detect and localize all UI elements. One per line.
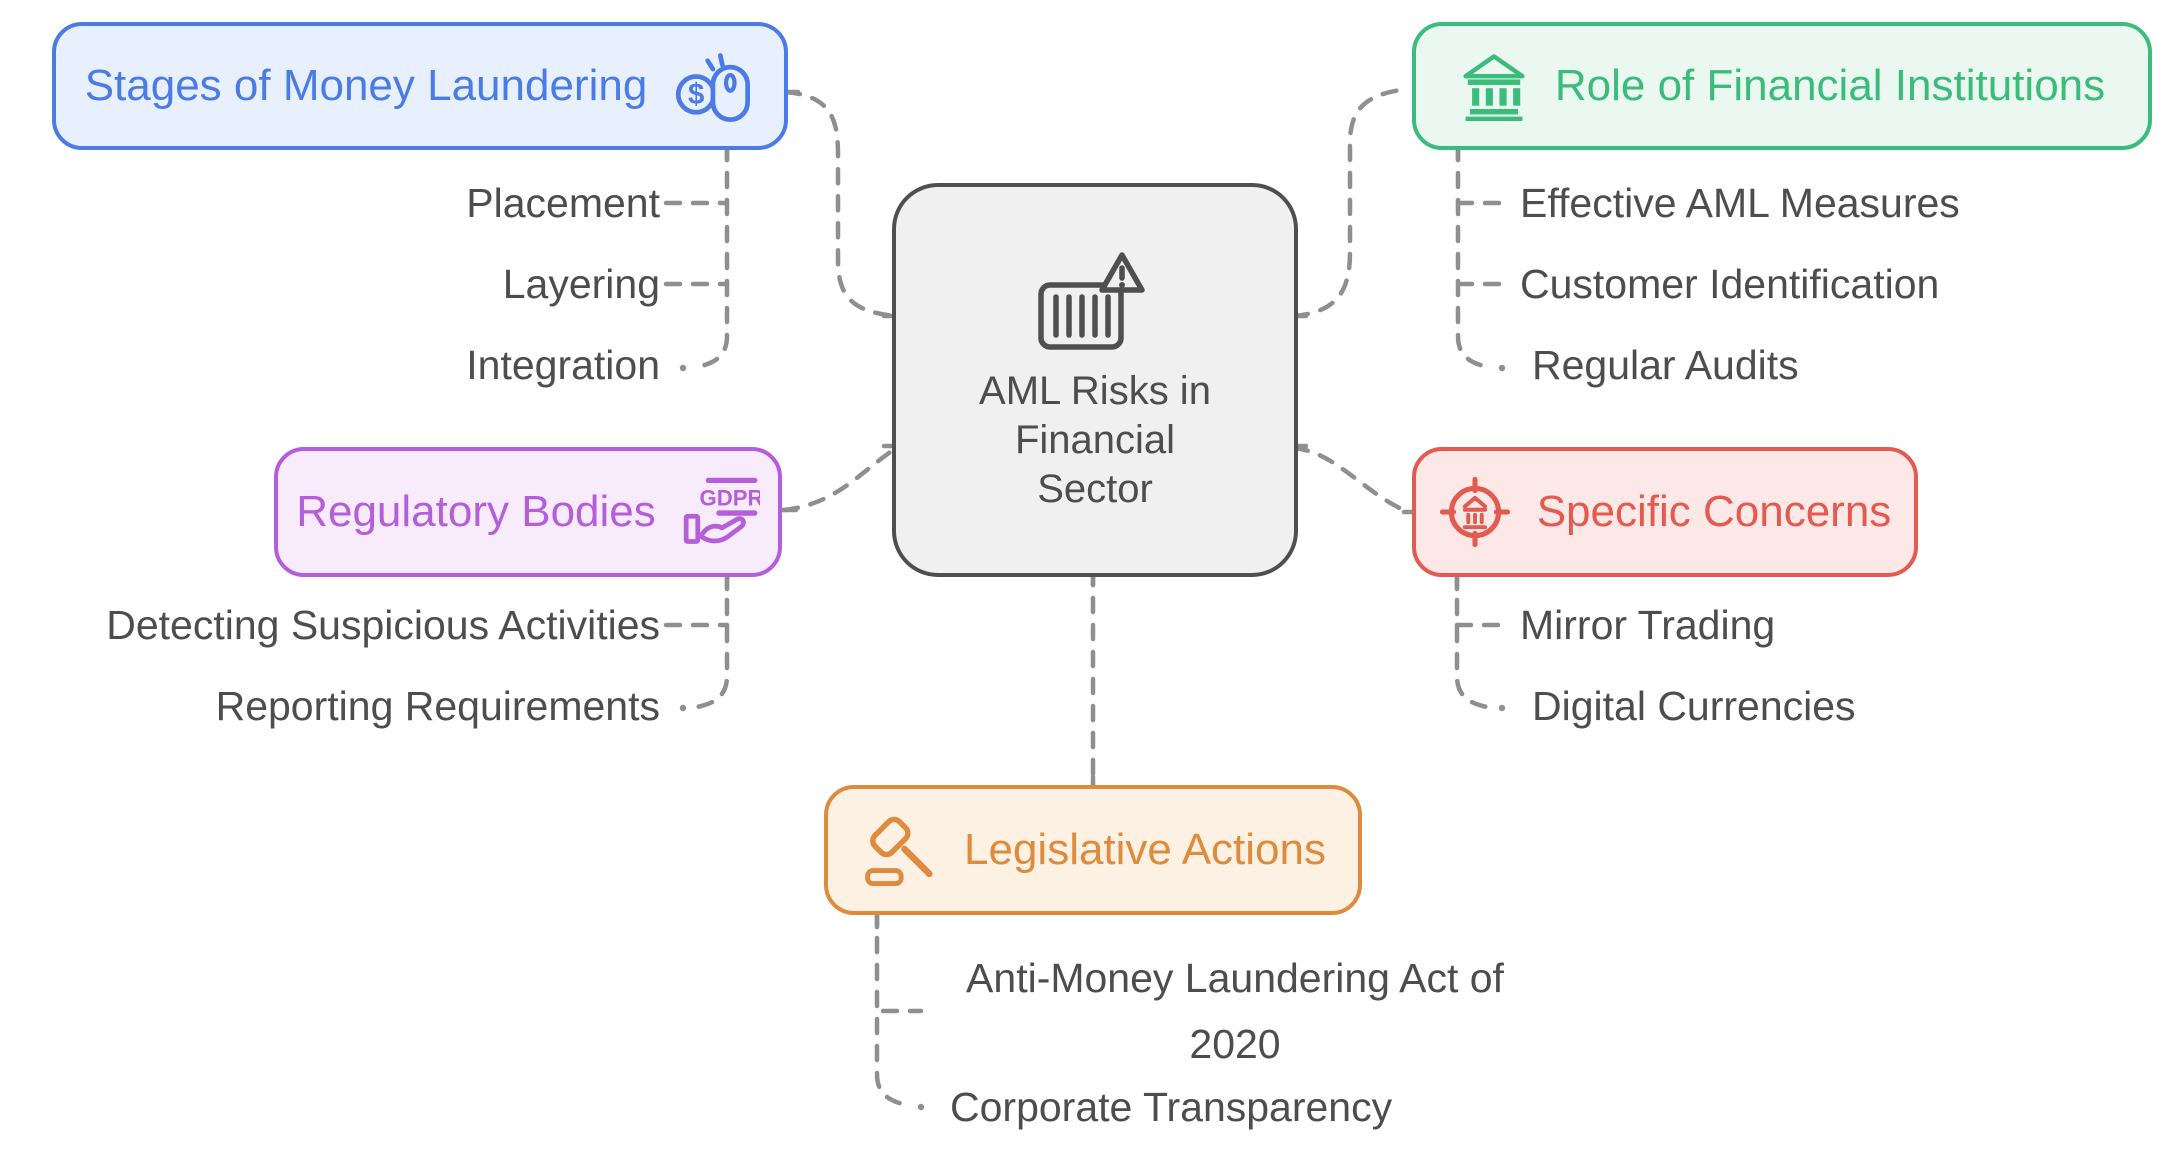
connector-blue-to-center <box>783 89 899 319</box>
central-topic-label: AML Risks in Financial Sector <box>979 367 1211 514</box>
child-label-regular-audits[interactable]: Regular Audits <box>1532 342 1799 388</box>
child-label-detecting-suspicious-activities[interactable]: Detecting Suspicious Activities <box>106 602 660 648</box>
dollar-glyph: $ <box>688 78 704 111</box>
child-label-effective-aml-measures[interactable]: Effective AML Measures <box>1520 180 1960 226</box>
connector-end-dots <box>679 364 1506 1111</box>
trunk-orange <box>874 908 910 1108</box>
branch-node-specific-concerns[interactable]: Specific Concerns <box>1412 447 1918 577</box>
connector-purple-to-center <box>781 445 899 513</box>
gdpr-hand-icon: GDPR <box>683 477 760 544</box>
trunk-purple <box>694 570 730 710</box>
branch-label: Specific Concerns <box>1536 487 1892 536</box>
trunk-red <box>1454 570 1490 710</box>
trunk-blue <box>694 143 730 370</box>
central-line-1: AML Risks in <box>979 368 1211 413</box>
target-bank-icon <box>1439 476 1510 548</box>
connector-center-to-green <box>1291 86 1411 319</box>
child-label-reporting-requirements[interactable]: Reporting Requirements <box>215 683 660 729</box>
child-label-integration[interactable]: Integration <box>466 342 660 388</box>
gdpr-text: GDPR <box>699 486 759 511</box>
branch-node-role-of-financial-institutions[interactable]: Role of Financial Institutions <box>1412 22 2152 150</box>
child-label-aml-act-2020[interactable]: Anti-Money Laundering Act of 2020 <box>966 955 1504 1067</box>
trunk-green <box>1455 143 1491 370</box>
central-line-3: Sector <box>1037 466 1153 511</box>
child-label-mirror-trading[interactable]: Mirror Trading <box>1520 602 1776 648</box>
bank-icon <box>1463 54 1525 121</box>
child-label-layering[interactable]: Layering <box>502 261 660 307</box>
branch-node-stages-of-money-laundering[interactable]: Stages of Money Laundering $ <box>52 22 788 150</box>
branch-label: Stages of Money Laundering <box>84 61 648 110</box>
connector-center-to-red <box>1291 445 1411 515</box>
child-label-digital-currencies[interactable]: Digital Currencies <box>1532 683 1856 729</box>
money-click-icon: $ <box>676 53 751 123</box>
central-line-2: Financial <box>1014 417 1176 462</box>
central-topic-node[interactable]: AML Risks in Financial Sector <box>892 183 1298 577</box>
dashed-connectors <box>663 86 1515 1108</box>
gavel-icon <box>865 816 933 887</box>
branch-node-regulatory-bodies[interactable]: Regulatory Bodies GDPR <box>274 447 782 577</box>
branch-node-legislative-actions[interactable]: Legislative Actions <box>824 785 1362 915</box>
child-label-placement[interactable]: Placement <box>466 180 660 226</box>
child-label-corporate-transparency[interactable]: Corporate Transparency <box>950 1084 1393 1130</box>
branch-label: Legislative Actions <box>964 825 1326 874</box>
invoice-warning-icon <box>1038 251 1145 350</box>
branch-label: Role of Financial Institutions <box>1554 61 2106 110</box>
branch-label: Regulatory Bodies <box>296 487 656 536</box>
child-label-customer-identification[interactable]: Customer Identification <box>1520 261 1940 307</box>
